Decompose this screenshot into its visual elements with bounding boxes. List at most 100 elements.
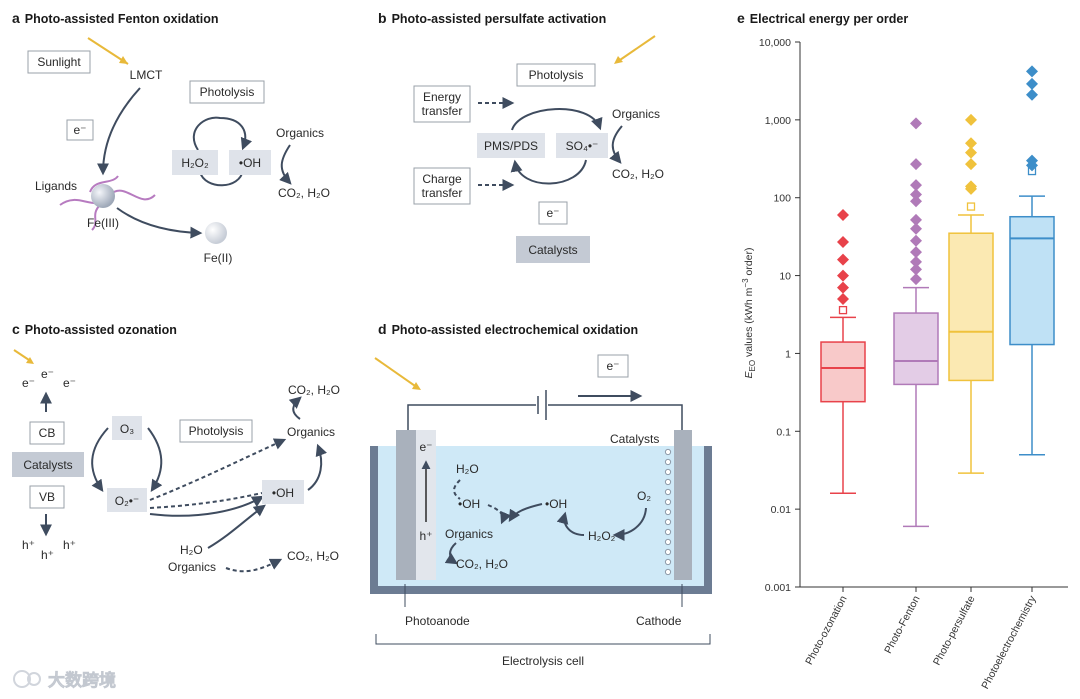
outlier-point [837, 253, 849, 266]
outlier-point [965, 137, 977, 150]
y-tick-label: 10 [779, 271, 791, 283]
oh-label-a: •OH [239, 156, 261, 170]
photoanode-label: Photoanode [405, 614, 470, 628]
outlier-point [910, 273, 922, 286]
outlier-point [910, 246, 922, 259]
photolysis-label-b: Photolysis [529, 68, 584, 82]
photoanode-substrate [396, 430, 416, 580]
electron-c-3: e⁻ [63, 376, 76, 390]
cathode-catalyst-particles [664, 448, 672, 576]
o2-label: O₂•⁻ [115, 494, 140, 508]
outlier-point [837, 235, 849, 248]
energy-transfer-line2: transfer [422, 104, 463, 118]
iqr-box [948, 232, 994, 382]
h2o2-label-d: H₂O₂ [588, 529, 616, 543]
catalyst-particle [664, 558, 672, 566]
pms-box [477, 133, 545, 158]
o2-box [107, 488, 147, 512]
y-tick-label: 0.01 [771, 504, 792, 516]
box-plot-photo-fenton [893, 117, 939, 528]
mean-marker [966, 202, 976, 211]
catalyst-particle [664, 568, 672, 576]
h2o-label-d: H₂O [456, 462, 479, 476]
y-axis-label: EEO values (kWh m−3 order) [741, 248, 757, 379]
outlier-point [910, 222, 922, 235]
anode-hole: h⁺ [419, 529, 432, 543]
oh-left-to-organics [487, 504, 512, 525]
outlier-point [910, 117, 922, 130]
outlier-point [837, 281, 849, 294]
iqr-box [1009, 215, 1055, 346]
x-tick-label: Photoelectrochemistry [979, 593, 1039, 691]
charge-transfer-line2: transfer [422, 186, 463, 200]
electron-box-d [597, 354, 629, 378]
oh-left-label-d: •OH [458, 497, 480, 511]
charge-transfer-box [413, 167, 471, 205]
photolysis-box-b [516, 63, 596, 87]
electron-label-a: e⁻ [73, 123, 86, 137]
so4-box [556, 133, 608, 158]
sunlight-ray-d [374, 357, 419, 389]
outlier-point [1026, 65, 1038, 78]
catalysts-label-b: Catalysts [528, 243, 577, 257]
outlier-point [910, 195, 922, 208]
box-plots [820, 65, 1055, 528]
organics2-label-c: Organics [168, 560, 216, 574]
sunlight-arrowhead-c [26, 357, 34, 364]
h2o2-box-a [172, 150, 218, 175]
sunlight-arrowhead [119, 56, 128, 64]
hole-c-2: h⁺ [41, 548, 54, 562]
outlier-point [910, 255, 922, 268]
photolysis-label-a: Photolysis [200, 85, 255, 99]
energy-transfer-box [413, 85, 471, 123]
electron-label-d: e⁻ [606, 359, 619, 373]
o2-to-h2o2-arrow [612, 507, 647, 541]
outlier-point [910, 234, 922, 247]
cathode-label: Cathode [636, 614, 682, 628]
x-tick-label: Photo-Fenton [882, 594, 923, 656]
cell-bracket [375, 634, 711, 645]
fe2-sphere [205, 222, 227, 244]
oh-box-c [262, 480, 304, 504]
photolysis-box-a [189, 80, 265, 104]
fe3-label: Fe(III) [87, 216, 119, 230]
outlier-point [965, 146, 977, 159]
sunlight-arrowhead-b [614, 56, 623, 64]
organics-label-c: Organics [287, 425, 335, 439]
o3-box [112, 416, 142, 440]
o2-label-d: O₂ [637, 489, 651, 503]
photolysis-cycle-top [192, 116, 253, 151]
box-plot-photoelectrochemistry [1009, 65, 1055, 456]
o2-to-oh-arrow [149, 495, 265, 517]
oh-right-to-organics [508, 503, 543, 523]
h2o2-to-oh-arrow [556, 511, 585, 536]
y-tick-label: 10,000 [759, 37, 791, 49]
catalyst-particle [664, 518, 672, 526]
y-tick-label: 1,000 [765, 115, 791, 127]
cb-label: CB [39, 426, 56, 440]
iqr-box [893, 312, 939, 386]
lmct-label: LMCT [130, 68, 163, 82]
pms-cycle-top [511, 108, 603, 131]
mean-marker [838, 305, 848, 315]
catalysts-box-c [12, 452, 84, 477]
x-tick-label: Photo-persulfate [931, 594, 978, 668]
photolysis-box-c [179, 419, 253, 443]
energy-transfer-line1: Energy [423, 90, 461, 104]
box-plot-photo-ozonation [820, 208, 866, 495]
hole-c-3: h⁺ [63, 538, 76, 552]
fe2-label: Fe(II) [204, 251, 233, 265]
catalysts-label-c: Catalysts [23, 458, 72, 472]
catalyst-particle [664, 468, 672, 476]
so4-label: SO₄•⁻ [566, 139, 599, 153]
outlier-point [837, 269, 849, 282]
outlier-point [1026, 77, 1038, 90]
catalyst-particle [664, 478, 672, 486]
o3-to-o2-arrow-right [147, 427, 163, 493]
